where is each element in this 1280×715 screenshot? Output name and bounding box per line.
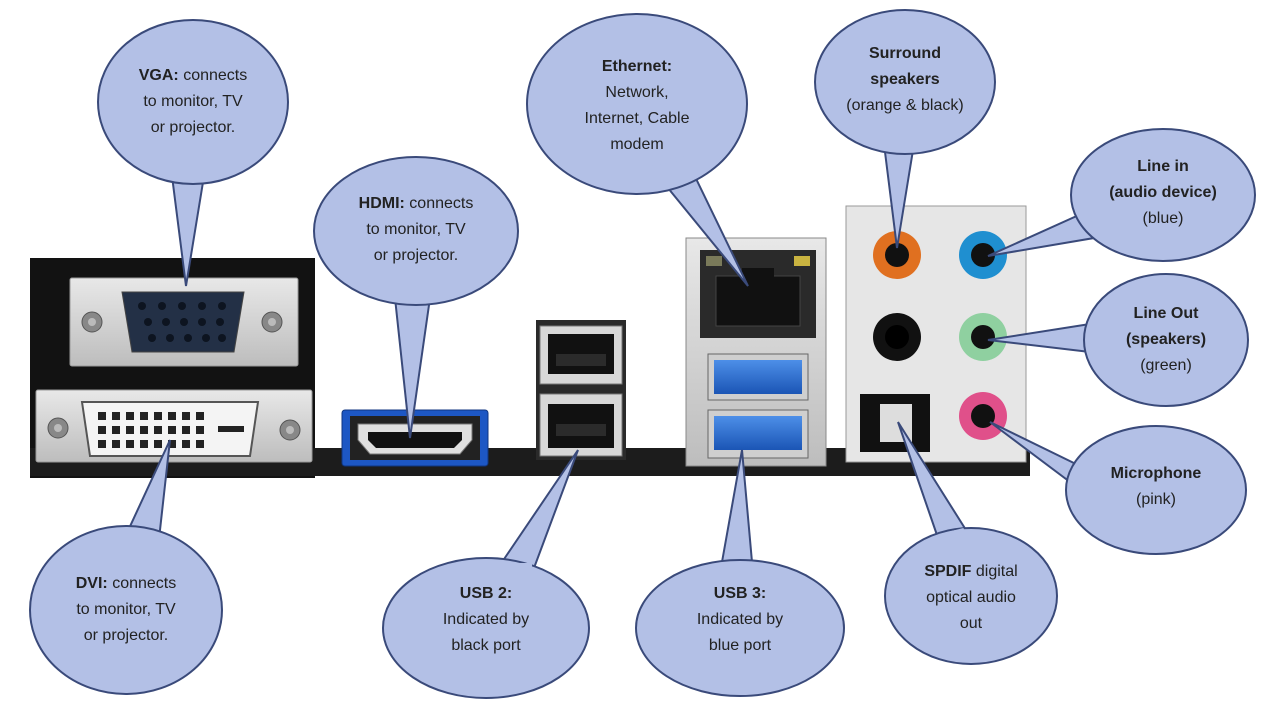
vga-callout: VGA: connects to monitor, TV or projecto… bbox=[113, 42, 273, 162]
dvi-line-3: or projector. bbox=[83, 627, 169, 644]
ethernet-callout: Ethernet: Network, Internet, Cable modem bbox=[547, 52, 727, 160]
usb2-bubble-shape bbox=[382, 449, 590, 699]
hdmi-callout: HDMI: connects to monitor, TV or project… bbox=[331, 188, 501, 272]
linein-title-2: (audio device) bbox=[1109, 184, 1217, 201]
spdif-title-rest: digital bbox=[971, 563, 1018, 580]
vga-line-2: to monitor, TV bbox=[143, 93, 243, 110]
linein-title: Line in bbox=[1137, 158, 1189, 175]
lineout-title-2: (speakers) bbox=[1125, 331, 1207, 348]
lineout-callout: Line Out (speakers) (green) bbox=[1096, 300, 1236, 380]
usb2-title: USB 2: bbox=[459, 585, 513, 602]
usb3-bubble-shape bbox=[635, 449, 845, 697]
mic-bubble-shape bbox=[989, 421, 1247, 555]
dvi-port bbox=[35, 389, 313, 463]
usb3-line-2: Indicated by bbox=[696, 611, 784, 628]
dvi-bubble-shape bbox=[29, 439, 223, 695]
usb3-title: USB 3: bbox=[713, 585, 767, 602]
vga-title: VGA: bbox=[138, 67, 179, 84]
ethernet-bubble-shape bbox=[526, 13, 749, 287]
ethernet-usb3-stack bbox=[685, 237, 827, 467]
linein-callout: Line in (audio device) (blue) bbox=[1093, 153, 1233, 233]
surround-title: Surround bbox=[868, 45, 941, 62]
hdmi-title-rest: connects bbox=[404, 195, 474, 212]
vga-port bbox=[69, 277, 299, 367]
usb2-callout: USB 2: Indicated by black port bbox=[411, 580, 561, 660]
mic-callout: Microphone (pink) bbox=[1086, 460, 1226, 514]
usb2-line-3: black port bbox=[451, 637, 521, 654]
hdmi-bubble-shape bbox=[313, 156, 519, 439]
spdif-title: SPDIF bbox=[924, 563, 972, 580]
ethernet-line-2: Network, bbox=[605, 84, 669, 101]
usb2-line-2: Indicated by bbox=[442, 611, 530, 628]
spdif-bubble-shape bbox=[884, 421, 1058, 665]
spdif-callout: SPDIF digital optical audio out bbox=[901, 558, 1041, 638]
ethernet-title: Ethernet: bbox=[601, 58, 673, 75]
dvi-callout: DVI: connects to monitor, TV or projecto… bbox=[46, 568, 206, 652]
vga-line-3: or projector. bbox=[150, 119, 236, 136]
mic-title: Microphone bbox=[1110, 465, 1202, 482]
mic-line-2: (pink) bbox=[1135, 491, 1176, 508]
usb3-callout: USB 3: Indicated by blue port bbox=[665, 580, 815, 660]
ethernet-line-4: modem bbox=[610, 136, 664, 153]
surround-callout: Surround speakers (orange & black) bbox=[830, 40, 980, 120]
lineout-bubble-shape bbox=[987, 273, 1249, 407]
linein-bubble-shape bbox=[987, 128, 1256, 262]
spdif-line-2: optical audio bbox=[926, 589, 1016, 606]
hdmi-title: HDMI: bbox=[358, 195, 405, 212]
spdif-line-3: out bbox=[959, 615, 983, 632]
usb2-ports bbox=[536, 320, 626, 460]
usb3-line-3: blue port bbox=[708, 637, 772, 654]
linein-line-3: (blue) bbox=[1142, 210, 1184, 227]
dvi-line-2: to monitor, TV bbox=[76, 601, 176, 618]
hdmi-line-2: to monitor, TV bbox=[366, 221, 466, 238]
vga-title-rest: connects bbox=[178, 67, 248, 84]
ethernet-line-3: Internet, Cable bbox=[584, 110, 690, 127]
lineout-title: Line Out bbox=[1133, 305, 1199, 322]
surround-title-2: speakers bbox=[870, 71, 940, 88]
dvi-title: DVI: bbox=[75, 575, 108, 592]
hdmi-port bbox=[341, 409, 489, 467]
dvi-title-rest: connects bbox=[107, 575, 177, 592]
surround-bubble-shape bbox=[814, 9, 996, 249]
audio-ports bbox=[845, 205, 1027, 463]
hdmi-line-3: or projector. bbox=[373, 247, 459, 264]
lineout-line-3: (green) bbox=[1140, 357, 1192, 374]
vga-bubble-shape bbox=[97, 19, 289, 287]
surround-line-3: (orange & black) bbox=[846, 97, 964, 114]
